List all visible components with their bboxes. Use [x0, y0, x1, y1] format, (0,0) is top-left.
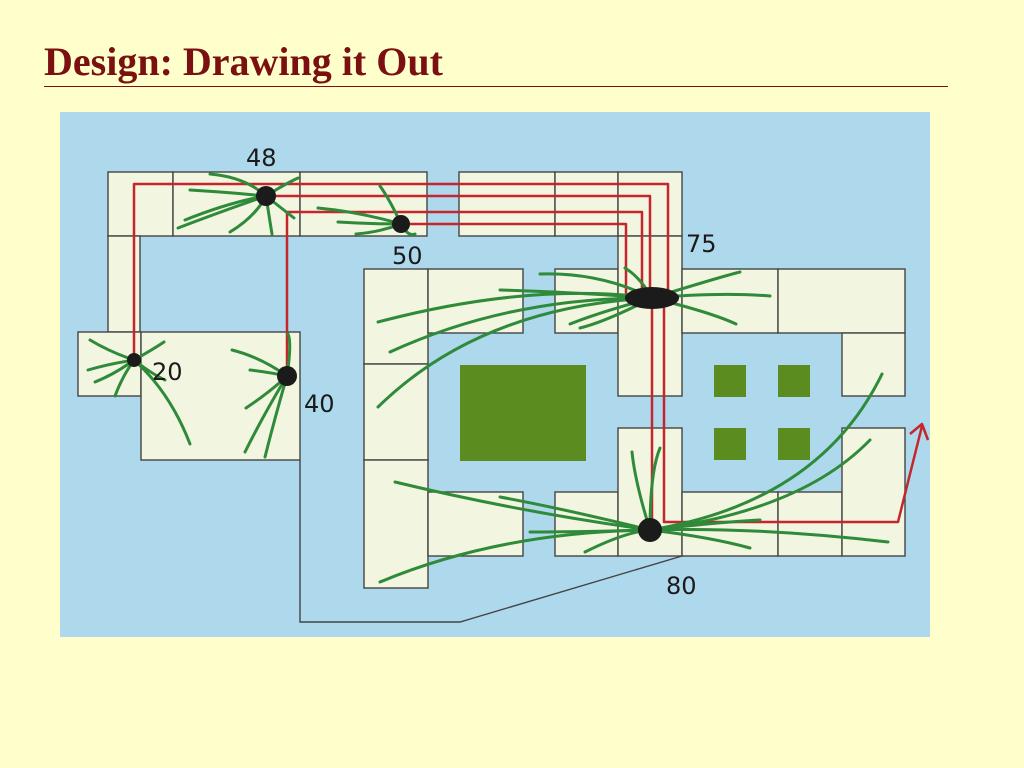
node-75-label: 75	[686, 230, 717, 258]
room-top-5	[554, 171, 619, 237]
node-80-label: 80	[666, 572, 697, 600]
room-mid-3	[363, 363, 429, 461]
node-20-dot	[127, 353, 141, 367]
node-48-label: 48	[246, 144, 277, 172]
room-low-3	[777, 491, 843, 557]
node-40-dot	[277, 366, 297, 386]
room-top-1	[107, 171, 174, 237]
room-right-4	[841, 332, 906, 397]
hub-nodes	[127, 186, 679, 542]
rooms	[77, 171, 906, 589]
flow-line-50	[401, 222, 628, 300]
garden-small-4	[778, 428, 810, 460]
room-top-4	[458, 171, 556, 237]
room-low-4	[841, 427, 906, 557]
node-20-label: 20	[152, 358, 183, 386]
flow-lines	[132, 182, 930, 530]
garden-small-2	[778, 365, 810, 397]
garden-large	[460, 365, 586, 461]
node-75-dot	[625, 287, 679, 309]
title-divider	[44, 86, 948, 87]
room-right-2	[681, 268, 779, 334]
flow-line-80	[662, 300, 924, 524]
node-80-dot	[638, 518, 662, 542]
node-50-label: 50	[392, 242, 423, 270]
node-50-dot	[392, 215, 410, 233]
exit-arrowhead	[909, 422, 930, 441]
flow-line-20	[132, 182, 670, 360]
garden-small-1	[714, 365, 746, 397]
flow-line-40	[285, 210, 644, 376]
node-48-dot	[256, 186, 276, 206]
room-right-3	[777, 268, 906, 334]
wing-outline	[299, 460, 683, 623]
garden-small-3	[714, 428, 746, 460]
flow-line-48	[266, 194, 652, 300]
room-mid-5	[427, 491, 524, 557]
slide-title: Design: Drawing it Out	[44, 39, 443, 84]
floor-plan-drawing: 48 50 75 20 40 80	[60, 112, 930, 637]
node-40-label: 40	[304, 390, 335, 418]
